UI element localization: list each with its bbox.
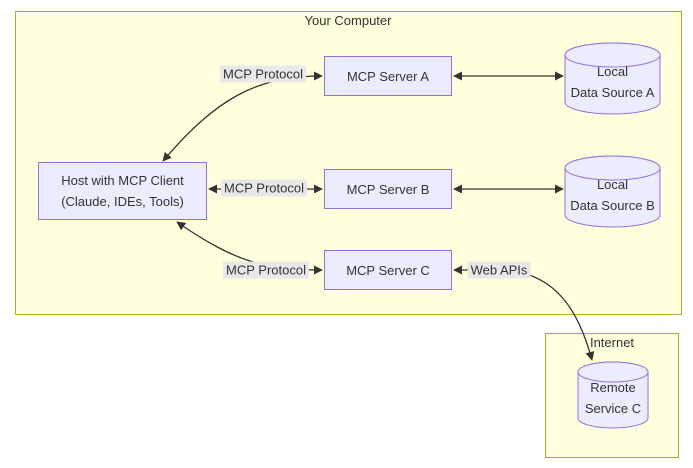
node-mcp-server-a: MCP Server A: [324, 56, 452, 96]
internet-label: Internet: [589, 335, 635, 350]
host-label-line2: (Claude, IDEs, Tools): [61, 194, 184, 209]
edge-label-mcp-protocol-b: MCP Protocol: [221, 179, 307, 197]
local-data-source-a-cylinder: [564, 42, 661, 115]
edge-label-mcp-protocol-c: MCP Protocol: [223, 261, 309, 279]
host-label-line1: Host with MCP Client: [61, 173, 184, 188]
edge-label-web-apis: Web APIs: [467, 261, 531, 279]
local-data-source-b-cylinder: [564, 155, 661, 228]
mcp-server-c-label: MCP Server C: [346, 262, 430, 278]
node-mcp-server-c: MCP Server C: [324, 250, 452, 290]
edge-label-mcp-protocol-a: MCP Protocol: [220, 65, 306, 83]
mcp-server-b-label: MCP Server B: [346, 181, 430, 197]
node-host-with-mcp-client: Host with MCP Client (Claude, IDEs, Tool…: [38, 162, 207, 220]
remote-service-c-cylinder: [577, 361, 649, 429]
your-computer-label: Your Computer: [304, 13, 392, 28]
node-mcp-server-b: MCP Server B: [324, 169, 452, 209]
mcp-server-a-label: MCP Server A: [346, 68, 430, 84]
